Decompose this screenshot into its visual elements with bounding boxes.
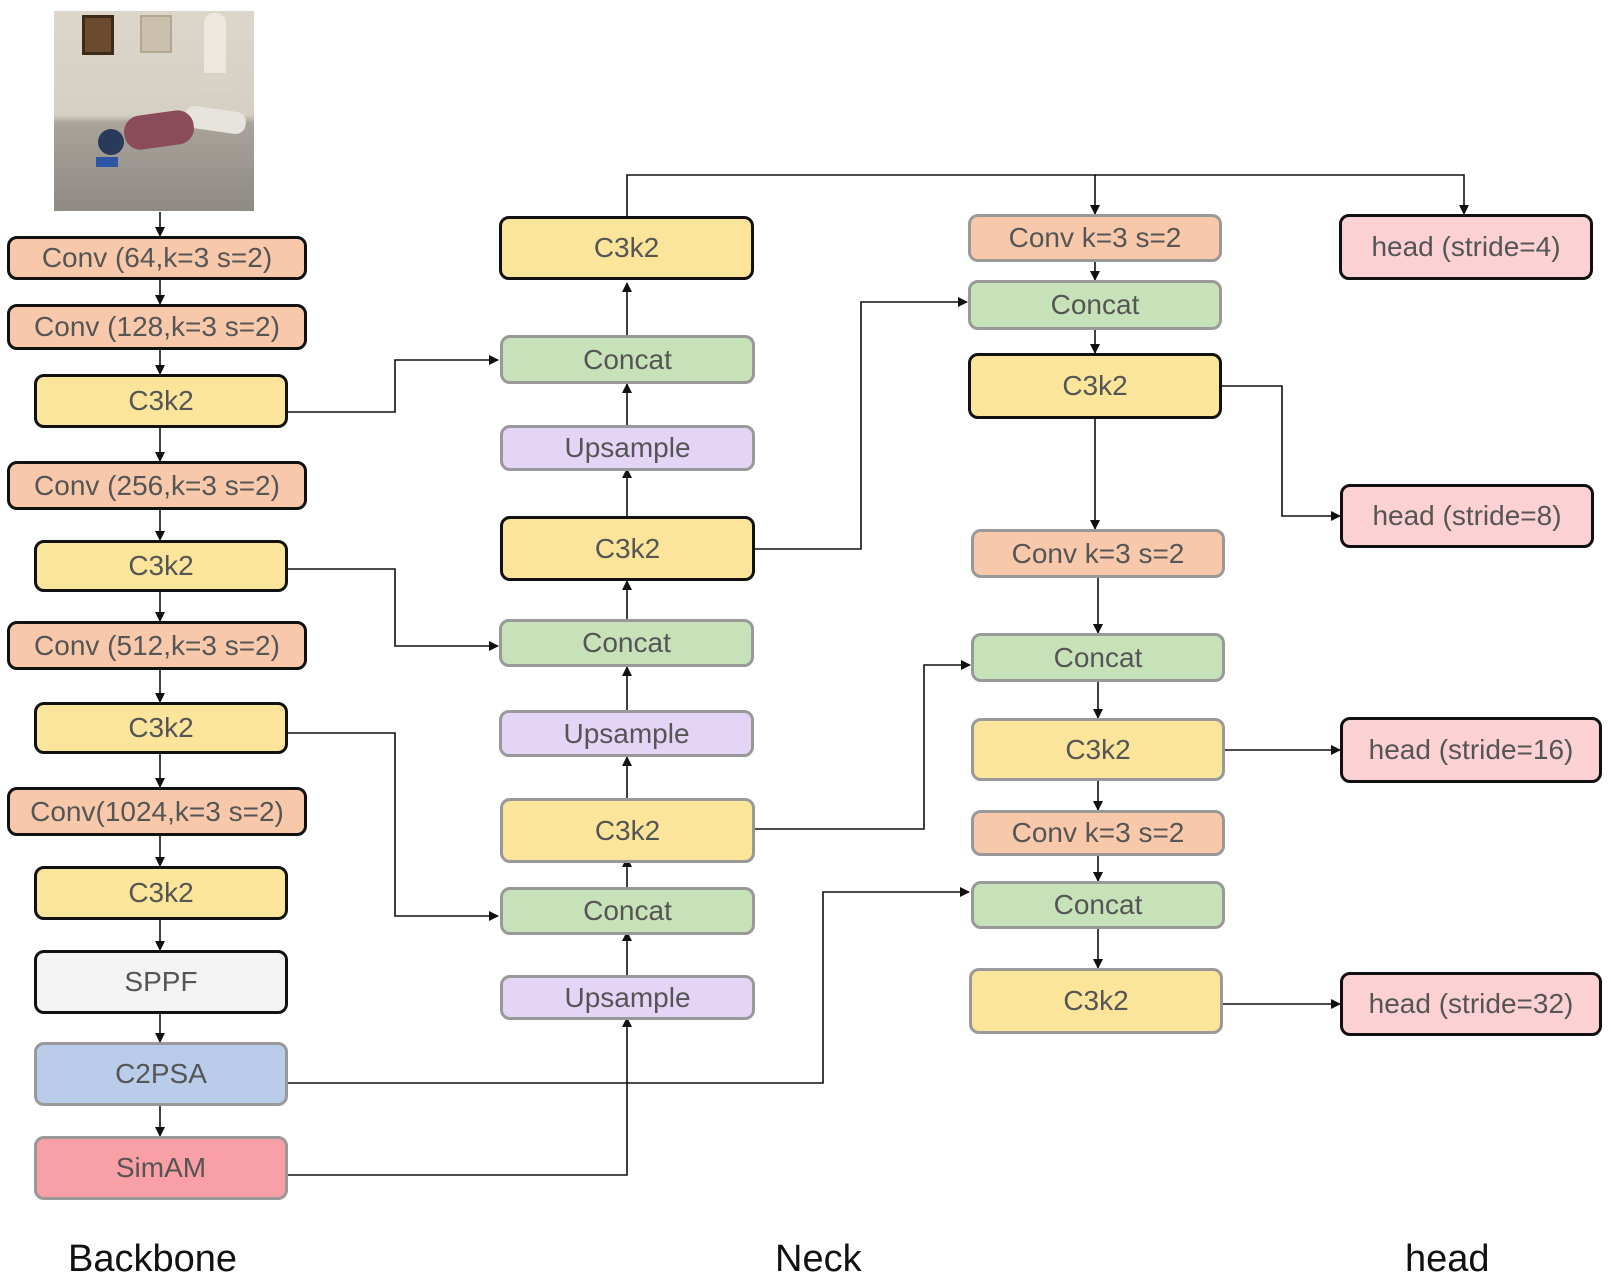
arrow-top-bus-to-r-conv1: [626, 174, 1100, 216]
person-body-shape: [121, 108, 197, 152]
backbone-conv-256: Conv (256,k=3 s=2): [7, 461, 307, 510]
neck-concat-3: Concat: [500, 887, 755, 935]
neck-c3k2-mid: C3k2: [500, 516, 755, 581]
head-stride-32: head (stride=32): [1340, 972, 1602, 1036]
backbone-simam: SimAM: [34, 1136, 288, 1200]
backbone-conv-128: Conv (128,k=3 s=2): [7, 304, 307, 350]
arrow-r-c3k2-1-to-head8: [1222, 385, 1341, 521]
backbone-c3k2-1: C3k2: [34, 374, 288, 428]
pan-c3k2-1: C3k2: [968, 353, 1222, 419]
arrow-c3k2-1-to-concat1: [288, 355, 499, 413]
pan-concat-2: Concat: [971, 633, 1225, 682]
neck-c3k2-top: C3k2: [499, 216, 754, 280]
neck-concat-1: Concat: [500, 335, 755, 384]
plinth-shape: [197, 73, 235, 91]
neck-upsample-1: Upsample: [500, 425, 755, 471]
pan-c3k2-3: C3k2: [969, 968, 1223, 1034]
head-stride-4: head (stride=4): [1339, 214, 1593, 280]
backbone-c3k2-4: C3k2: [34, 866, 288, 920]
neck-upsample-2: Upsample: [499, 710, 754, 757]
neck-c3k2-low: C3k2: [500, 798, 755, 863]
arrow-c3k2-3-to-concat3: [288, 732, 499, 921]
section-label-neck: Neck: [775, 1238, 862, 1280]
pan-conv-2: Conv k=3 s=2: [971, 529, 1225, 578]
section-label-head: head: [1405, 1238, 1490, 1280]
backbone-conv-1024: Conv(1024,k=3 s=2): [7, 787, 307, 836]
pan-concat-3: Concat: [971, 881, 1225, 929]
backbone-c2psa: C2PSA: [34, 1042, 288, 1106]
section-label-backbone: Backbone: [68, 1238, 238, 1280]
arrow-simam-to-ups3: [288, 1017, 632, 1176]
person-head-shape: [98, 129, 124, 155]
statue-shape: [204, 13, 226, 79]
arrow-c2psa-to-r-concat3: [288, 887, 970, 1084]
pan-conv-3: Conv k=3 s=2: [971, 810, 1225, 856]
backbone-c3k2-3: C3k2: [34, 702, 288, 754]
painting-shape: [82, 15, 114, 55]
backbone-sppf: SPPF: [34, 950, 288, 1014]
backbone-c3k2-2: C3k2: [34, 540, 288, 592]
book-shape: [96, 157, 118, 167]
head-stride-16: head (stride=16): [1340, 717, 1602, 783]
pan-c3k2-2: C3k2: [971, 718, 1225, 781]
input-image: [54, 11, 254, 211]
arrow-c3k2-mid-to-r-concat1: [755, 297, 968, 550]
painting-shape: [140, 15, 172, 53]
arrow-c3k2-low-to-r-concat2: [755, 660, 971, 830]
pan-concat-1: Concat: [968, 280, 1222, 330]
backbone-conv-512: Conv (512,k=3 s=2): [7, 621, 307, 670]
pan-conv-1: Conv k=3 s=2: [968, 214, 1222, 262]
head-stride-8: head (stride=8): [1340, 484, 1594, 548]
backbone-conv-64: Conv (64,k=3 s=2): [7, 236, 307, 280]
arrow-c3k2-2-to-concat2: [288, 568, 499, 651]
neck-upsample-3: Upsample: [500, 975, 755, 1020]
neck-concat-2: Concat: [499, 619, 754, 667]
arrow-top-bus-to-head4: [1095, 174, 1469, 215]
